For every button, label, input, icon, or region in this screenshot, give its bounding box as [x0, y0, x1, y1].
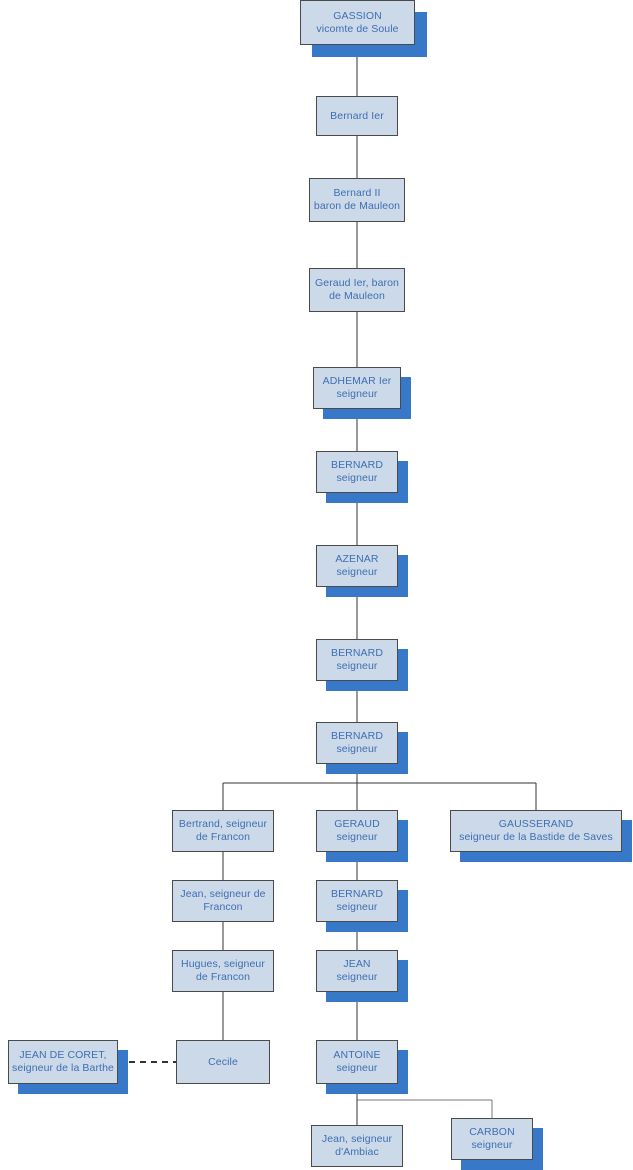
node-label-antoine: ANTOINE seigneur — [333, 1049, 381, 1074]
node-gassion[interactable]: GASSION vicomte de Soule — [300, 0, 415, 45]
node-geraud-seigneur[interactable]: GERAUD seigneur — [316, 810, 398, 852]
node-label-bernard-ii: Bernard II baron de Mauleon — [313, 187, 401, 212]
node-jean-de-coret[interactable]: JEAN DE CORET, seigneur de la Barthe — [8, 1040, 118, 1084]
node-jean-francon[interactable]: Jean, seigneur de Francon — [172, 880, 274, 922]
node-label-gausserand: GAUSSERAND seigneur de la Bastide de Sav… — [459, 818, 613, 843]
node-bernard-s2[interactable]: BERNARD seigneur — [316, 639, 398, 681]
node-label-bernard-s2: BERNARD seigneur — [330, 647, 384, 672]
node-bernard-s3[interactable]: BERNARD seigneur — [316, 722, 398, 764]
node-label-adhemar-ier: ADHEMAR Ier seigneur — [322, 375, 392, 400]
node-label-carbon: CARBON seigneur — [469, 1126, 515, 1151]
node-hugues-francon[interactable]: Hugues, seigneur de Francon — [172, 950, 274, 992]
node-antoine[interactable]: ANTOINE seigneur — [316, 1040, 398, 1084]
node-label-azenar: AZENAR seigneur — [335, 553, 379, 578]
node-label-hugues-francon: Hugues, seigneur de Francon — [181, 958, 265, 983]
node-label-jean-de-coret: JEAN DE CORET, seigneur de la Barthe — [12, 1049, 114, 1074]
node-azenar[interactable]: AZENAR seigneur — [316, 545, 398, 587]
node-label-bernard-ier: Bernard Ier — [330, 109, 384, 122]
node-jean-ambiac[interactable]: Jean, seigneur d'Ambiac — [311, 1125, 403, 1167]
node-label-geraud-seigneur: GERAUD seigneur — [334, 818, 380, 843]
node-label-geraud-ier: Geraud Ier, baron de Mauleon — [314, 277, 399, 302]
node-bernard-ier[interactable]: Bernard Ier — [316, 96, 398, 136]
node-bernard-ii[interactable]: Bernard II baron de Mauleon — [309, 178, 405, 222]
node-geraud-ier[interactable]: Geraud Ier, baron de Mauleon — [309, 268, 405, 312]
node-label-bertrand-francon: Bertrand, seigneur de Francon — [178, 818, 268, 843]
node-label-jean-seigneur: JEAN seigneur — [336, 958, 378, 983]
node-gausserand[interactable]: GAUSSERAND seigneur de la Bastide de Sav… — [450, 810, 622, 852]
node-bernard-s4[interactable]: BERNARD seigneur — [316, 880, 398, 922]
node-label-gassion: GASSION vicomte de Soule — [316, 9, 399, 35]
node-label-jean-francon: Jean, seigneur de Francon — [180, 888, 266, 913]
node-label-bernard-s3: BERNARD seigneur — [330, 730, 384, 755]
node-label-bernard-s1: BERNARD seigneur — [330, 459, 384, 484]
node-bernard-s1[interactable]: BERNARD seigneur — [316, 451, 398, 493]
node-label-jean-ambiac: Jean, seigneur d'Ambiac — [321, 1133, 393, 1158]
node-jean-seigneur[interactable]: JEAN seigneur — [316, 950, 398, 992]
node-cecile[interactable]: Cecile — [176, 1040, 270, 1084]
node-label-cecile: Cecile — [208, 1055, 238, 1068]
node-bertrand-francon[interactable]: Bertrand, seigneur de Francon — [172, 810, 274, 852]
node-label-bernard-s4: BERNARD seigneur — [330, 888, 384, 913]
node-carbon[interactable]: CARBON seigneur — [451, 1118, 533, 1160]
node-adhemar-ier[interactable]: ADHEMAR Ier seigneur — [313, 367, 401, 409]
